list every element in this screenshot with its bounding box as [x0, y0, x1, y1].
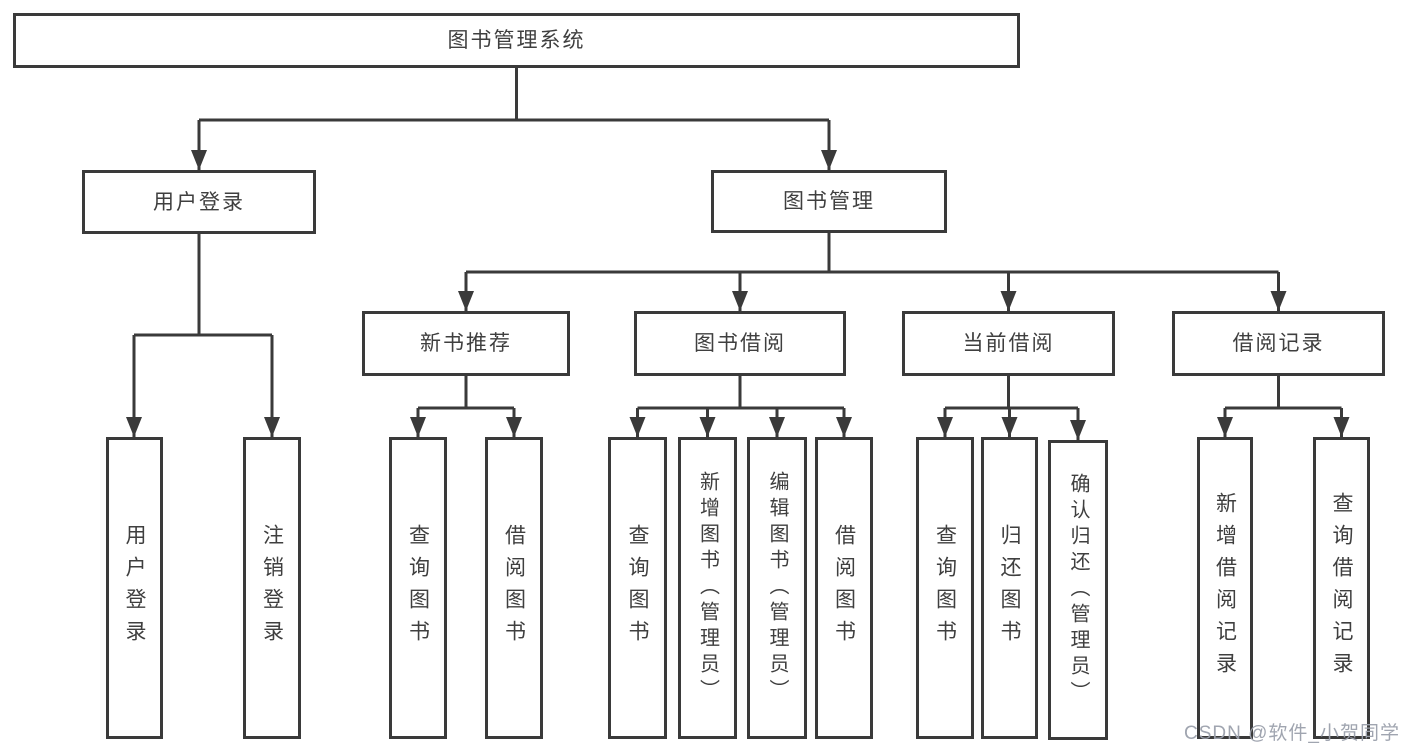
leaf-add-book-admin: 新增图书（管理员）	[678, 437, 737, 739]
leaf-borrow-book-1: 借阅图书	[485, 437, 543, 739]
leaf-query-book-2: 查询图书	[608, 437, 667, 739]
leaf-edit-book-admin: 编辑图书（管理员）	[747, 437, 807, 739]
node-borrow-records: 借阅记录	[1172, 311, 1385, 376]
node-book-management: 图书管理	[711, 170, 947, 233]
csdn-watermark: CSDN @软件_小贺同学	[1184, 723, 1400, 744]
leaf-add-borrow-record: 新增借阅记录	[1197, 437, 1253, 739]
leaf-query-borrow-record: 查询借阅记录	[1313, 437, 1370, 739]
leaf-logout: 注销登录	[243, 437, 301, 739]
connector-arrows	[126, 120, 1350, 440]
node-new-book-recommend: 新书推荐	[362, 311, 570, 376]
node-current-borrow: 当前借阅	[902, 311, 1115, 376]
node-library-management-system: 图书管理系统	[13, 13, 1020, 68]
node-book-borrow: 图书借阅	[634, 311, 846, 376]
leaf-borrow-book-2: 借阅图书	[815, 437, 873, 739]
leaf-return-book: 归还图书	[981, 437, 1038, 739]
node-user-login: 用户登录	[82, 170, 316, 234]
leaf-query-book-3: 查询图书	[916, 437, 974, 739]
connector-skeleton	[134, 68, 1342, 410]
leaf-query-book-1: 查询图书	[389, 437, 447, 739]
leaf-confirm-return-admin: 确认归还（管理员）	[1048, 440, 1108, 740]
leaf-user-login: 用户登录	[106, 437, 163, 739]
